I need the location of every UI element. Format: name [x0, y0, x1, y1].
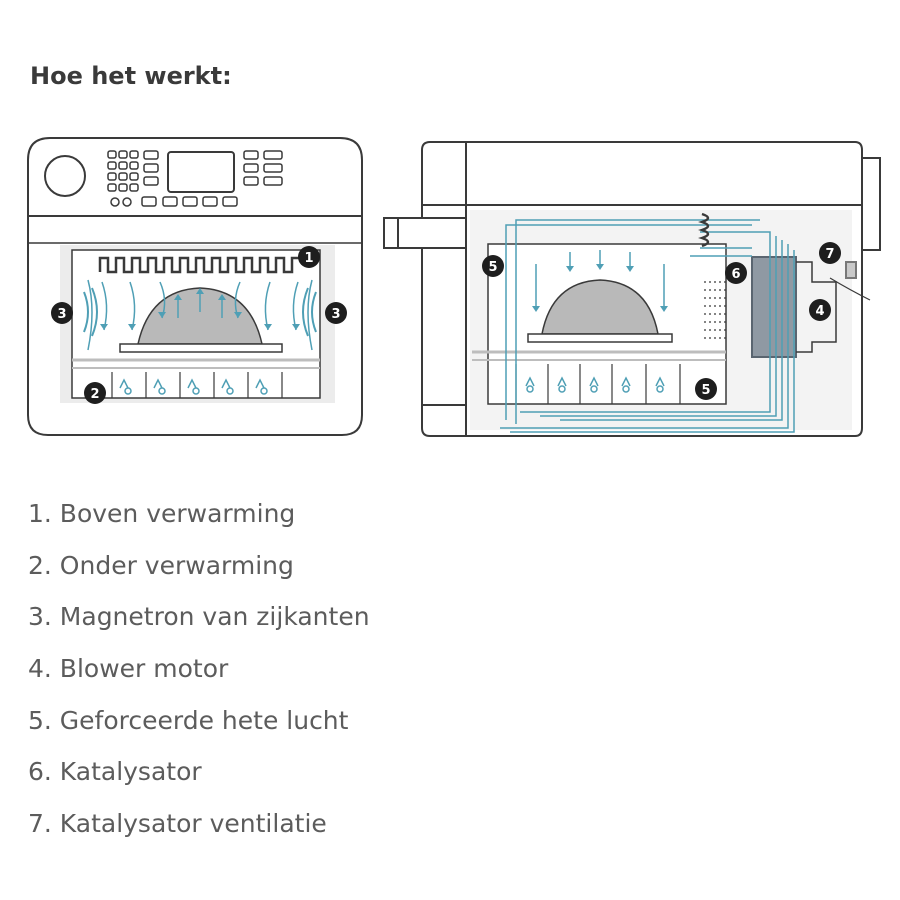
legend-item: 7. Katalysator ventilatie	[28, 809, 327, 839]
front-airflow-arrows	[100, 288, 300, 330]
svg-text:1: 1	[304, 251, 313, 266]
svg-text:4: 4	[815, 304, 824, 319]
side-airflow-arrows	[532, 264, 668, 312]
marker-side-6: 6	[725, 262, 747, 284]
legend-item: 6. Katalysator	[28, 757, 202, 787]
svg-text:7: 7	[825, 247, 834, 262]
legend-item: 2. Onder verwarming	[28, 550, 294, 580]
marker-front-2: 2	[84, 382, 106, 404]
page-title: Hoe het werkt:	[30, 62, 232, 90]
svg-text:3: 3	[331, 307, 340, 322]
svg-text:5: 5	[701, 383, 710, 398]
marker-side-4: 4	[809, 299, 831, 321]
control-knob	[44, 155, 86, 197]
legend-item: 5. Geforceerde hete lucht	[28, 705, 349, 735]
svg-text:6: 6	[731, 267, 740, 282]
marker-side-5-top: 5	[482, 255, 504, 277]
legend-item: 1. Boven verwarming	[28, 499, 296, 528]
door-handle	[383, 217, 467, 249]
food-tray	[119, 343, 283, 353]
marker-front-3-right: 3	[325, 302, 347, 324]
side-view	[383, 141, 881, 437]
oven-diagram: 1 2 3 3 5 5 6 7 4	[27, 137, 881, 437]
front-view	[27, 137, 363, 436]
marker-front-1: 1	[298, 246, 320, 268]
marker-side-7: 7	[819, 242, 841, 264]
catalyst-mesh	[704, 281, 726, 339]
legend-item: 3. Magnetron van zijkanten	[28, 602, 370, 632]
side-airflow	[500, 212, 795, 433]
display-screen	[167, 151, 235, 193]
marker-side-5-bottom: 5	[695, 378, 717, 400]
marker-front-3-left: 3	[51, 302, 73, 324]
legend-item: 4. Blower motor	[28, 654, 229, 684]
svg-text:5: 5	[488, 260, 497, 275]
svg-text:2: 2	[90, 387, 99, 402]
blower-housing	[751, 256, 797, 358]
svg-text:3: 3	[57, 307, 66, 322]
top-heating-coil	[98, 256, 300, 274]
food-item	[137, 287, 263, 345]
legend-list: 1. Boven verwarming 2. Onder verwarming …	[28, 494, 370, 856]
keypad	[107, 150, 283, 207]
